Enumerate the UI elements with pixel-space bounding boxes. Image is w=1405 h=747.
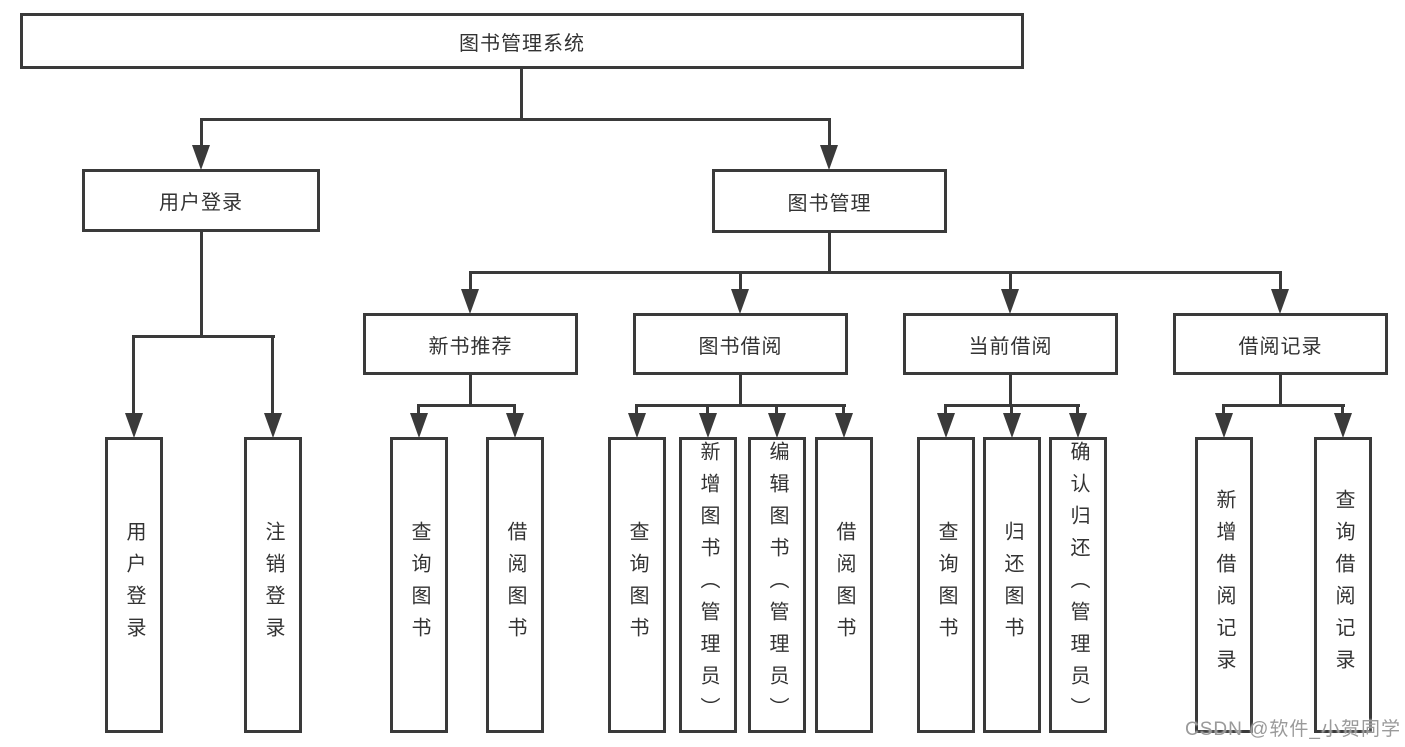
arrow-down-icon (125, 413, 143, 438)
node-book-management: 图书管理 (712, 169, 947, 233)
connector-line (1076, 404, 1079, 416)
node-root: 图书管理系统 (20, 13, 1024, 69)
arrow-down-icon (506, 413, 524, 438)
connector-line (635, 404, 638, 416)
watermark: CSDN @软件_小贺同学 (1185, 719, 1401, 740)
connector-line (469, 271, 1282, 274)
connector-line (200, 118, 203, 148)
leaf-edit-books-admin: 编辑图书（管理员） (748, 437, 806, 733)
leaf-borrowing-borrow-books: 借阅图书 (815, 437, 873, 733)
leaf-user-login: 用户登录 (105, 437, 163, 733)
connector-line (513, 404, 516, 416)
connector-line (1009, 375, 1012, 407)
arrow-down-icon (628, 413, 646, 438)
connector-line (842, 404, 845, 416)
connector-line (1010, 404, 1013, 416)
leaf-recommend-query-books: 查询图书 (390, 437, 448, 733)
connector-line (1341, 404, 1344, 416)
connector-line (271, 335, 274, 416)
node-borrow-records: 借阅记录 (1173, 313, 1388, 375)
leaf-borrowing-query-books: 查询图书 (608, 437, 666, 733)
connector-line (944, 404, 947, 416)
node-book-borrowing: 图书借阅 (633, 313, 848, 375)
leaf-logout: 注销登录 (244, 437, 302, 733)
arrow-down-icon (264, 413, 282, 438)
connector-line (828, 118, 831, 148)
connector-line (133, 335, 275, 338)
arrow-down-icon (835, 413, 853, 438)
connector-line (132, 335, 135, 416)
connector-line (418, 404, 516, 407)
connector-line (520, 69, 523, 121)
leaf-add-books-admin: 新增图书（管理员） (679, 437, 737, 733)
connector-line (1279, 375, 1282, 407)
connector-line (636, 404, 846, 407)
arrow-down-icon (410, 413, 428, 438)
connector-line (200, 232, 203, 338)
arrow-down-icon (768, 413, 786, 438)
arrow-down-icon (1215, 413, 1233, 438)
arrow-down-icon (192, 145, 210, 170)
connector-line (1009, 271, 1012, 293)
arrow-down-icon (731, 289, 749, 314)
connector-line (1279, 271, 1282, 293)
leaf-return-books: 归还图书 (983, 437, 1041, 733)
node-root-label: 图书管理系统 (459, 32, 585, 55)
node-user-login: 用户登录 (82, 169, 320, 232)
node-current-borrowing: 当前借阅 (903, 313, 1118, 375)
leaf-add-borrow-record: 新增借阅记录 (1195, 437, 1253, 733)
connector-line (1223, 404, 1345, 407)
leaf-confirm-return-admin: 确认归还（管理员） (1049, 437, 1107, 733)
leaf-current-query-books: 查询图书 (917, 437, 975, 733)
arrow-down-icon (1069, 413, 1087, 438)
connector-line (469, 271, 472, 293)
connector-line (775, 404, 778, 416)
connector-line (200, 118, 831, 121)
connector-line (417, 404, 420, 416)
connector-line (1222, 404, 1225, 416)
arrow-down-icon (461, 289, 479, 314)
connector-line (706, 404, 709, 416)
connector-line (469, 375, 472, 407)
connector-line (739, 375, 742, 407)
arrow-down-icon (1001, 289, 1019, 314)
arrow-down-icon (1334, 413, 1352, 438)
leaf-query-borrow-record: 查询借阅记录 (1314, 437, 1372, 733)
connector-line (739, 271, 742, 293)
arrow-down-icon (1003, 413, 1021, 438)
arrow-down-icon (937, 413, 955, 438)
leaf-recommend-borrow-books: 借阅图书 (486, 437, 544, 733)
node-new-book-recommend: 新书推荐 (363, 313, 578, 375)
arrow-down-icon (699, 413, 717, 438)
connector-line (828, 233, 831, 274)
arrow-down-icon (1271, 289, 1289, 314)
arrow-down-icon (820, 145, 838, 170)
